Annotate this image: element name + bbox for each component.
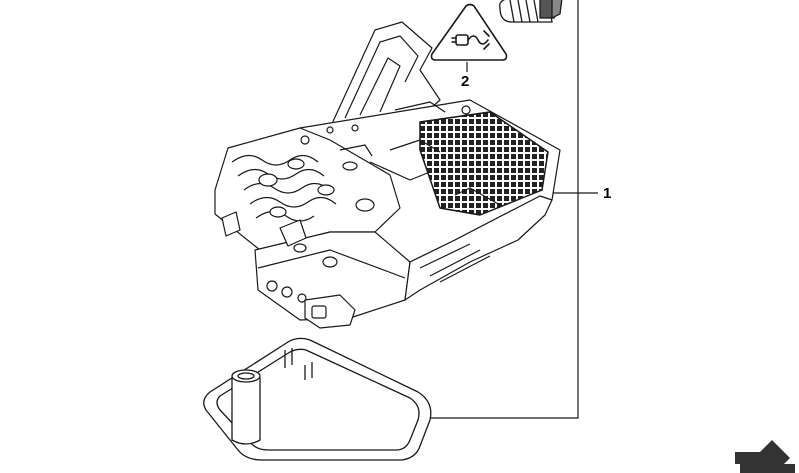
electrical-plug-warning-icon bbox=[430, 3, 508, 61]
valve-body-assembly bbox=[214, 21, 561, 329]
callout-label-part-1: 1 bbox=[603, 185, 612, 202]
connector-sleeve bbox=[499, 0, 563, 23]
direction-arrow-logo-icon bbox=[735, 440, 795, 473]
oil-filter bbox=[203, 337, 432, 461]
callout-label-part-2: 2 bbox=[461, 73, 470, 90]
